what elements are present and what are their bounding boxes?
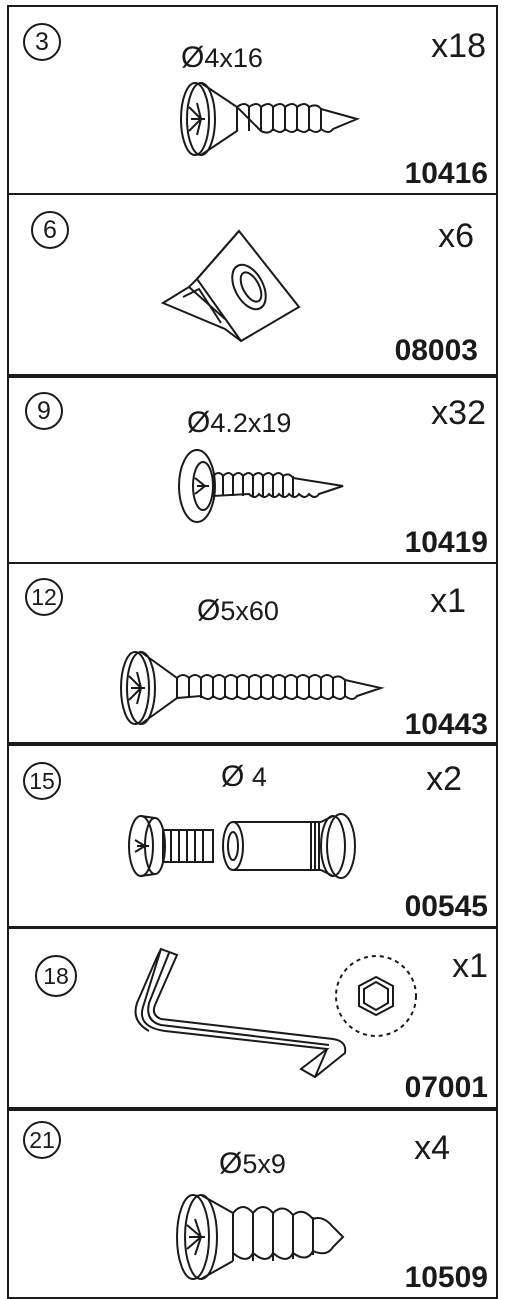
part-quantity: x2	[426, 760, 462, 798]
part-quantity: x32	[431, 394, 486, 432]
part-number-badge: 9	[25, 392, 63, 430]
part-panel-15: 15 Ø 4 x2 00545	[7, 744, 498, 928]
part-quantity: x1	[430, 582, 466, 620]
part-code: 00545	[404, 890, 488, 923]
part-code: 10416	[404, 157, 488, 190]
part-number-badge: 18	[35, 955, 77, 997]
diameter-symbol: Ø	[221, 760, 245, 793]
hex-key-icon	[119, 941, 359, 1081]
part-number-badge: 12	[25, 578, 63, 616]
diameter-symbol: Ø	[197, 594, 221, 627]
part-panel-9: 9 Ø4.2x19 x32 10419	[7, 376, 498, 564]
part-number-badge: 6	[31, 211, 69, 249]
part-dimension: Ø5x60	[197, 594, 279, 628]
part-dimension: Ø5x9	[219, 1147, 286, 1181]
part-dimension: Ø 4	[221, 760, 267, 794]
part-dimension: Ø4.2x19	[187, 406, 291, 440]
part-size: 5x60	[220, 596, 279, 626]
diameter-symbol: Ø	[187, 406, 211, 439]
part-code: 10443	[404, 708, 488, 741]
part-panel-6: 6 x6 08003	[7, 193, 498, 376]
corner-block-icon	[159, 223, 309, 343]
part-size: 4.2x19	[210, 408, 292, 438]
part-quantity: x6	[438, 217, 474, 255]
part-panel-21: 21 Ø5x9 x4 10509	[7, 1109, 498, 1299]
diameter-symbol: Ø	[219, 1147, 243, 1180]
part-size: 5x9	[242, 1149, 286, 1179]
part-number-badge: 3	[23, 23, 61, 61]
part-dimension: Ø4x16	[181, 41, 263, 75]
long-countersunk-screw-icon	[109, 648, 389, 728]
part-code: 08003	[394, 334, 478, 367]
part-code: 10419	[404, 526, 488, 559]
part-quantity: x4	[414, 1129, 450, 1167]
part-panel-18: 18 x1 07001	[7, 927, 498, 1109]
diameter-symbol: Ø	[181, 41, 205, 74]
part-panel-12: 12 Ø5x60 x1 10443	[7, 562, 498, 744]
part-quantity: x1	[452, 947, 488, 985]
part-quantity: x18	[431, 27, 486, 65]
part-code: 07001	[404, 1071, 488, 1104]
part-size: 4x16	[204, 43, 263, 73]
part-number-badge: 15	[23, 762, 61, 800]
part-panel-3: 3 Ø4x16 x18 10416	[7, 5, 498, 195]
washer-head-screw-icon	[171, 446, 351, 526]
part-number-badge: 21	[23, 1121, 61, 1159]
part-size: 4	[251, 762, 267, 792]
hex-socket-detail-icon	[331, 951, 421, 1041]
short-cone-screw-icon	[163, 1187, 353, 1287]
part-code: 10509	[404, 1261, 488, 1294]
connector-bolt-icon	[121, 806, 371, 886]
countersunk-screw-icon	[167, 79, 367, 159]
